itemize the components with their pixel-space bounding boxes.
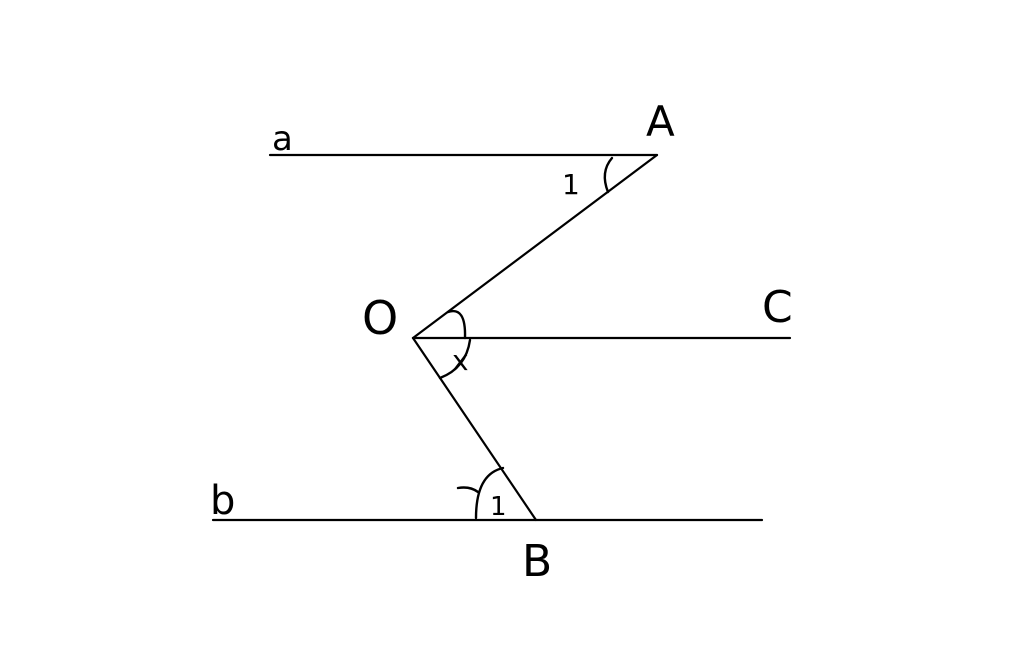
- angle-A-arc: [603, 156, 614, 194]
- segment-OB: [411, 336, 538, 522]
- angle-O-upper-arc: [446, 309, 467, 340]
- angle-O-label: x: [452, 344, 469, 377]
- point-B-label: B: [522, 536, 552, 587]
- angle-B-arc: [474, 466, 505, 520]
- angle-B-label: 1: [490, 492, 507, 522]
- angle-B-tick: [456, 486, 480, 494]
- angle-A-label: 1: [562, 168, 580, 201]
- line-b-label: b: [210, 478, 235, 524]
- segment-OA: [411, 153, 659, 340]
- point-C-label: C: [762, 282, 793, 333]
- point-A-label: A: [646, 97, 675, 146]
- line-a-label: a: [272, 119, 293, 159]
- point-O-label: O: [362, 291, 398, 345]
- angle-O-lower-arc: [438, 338, 472, 380]
